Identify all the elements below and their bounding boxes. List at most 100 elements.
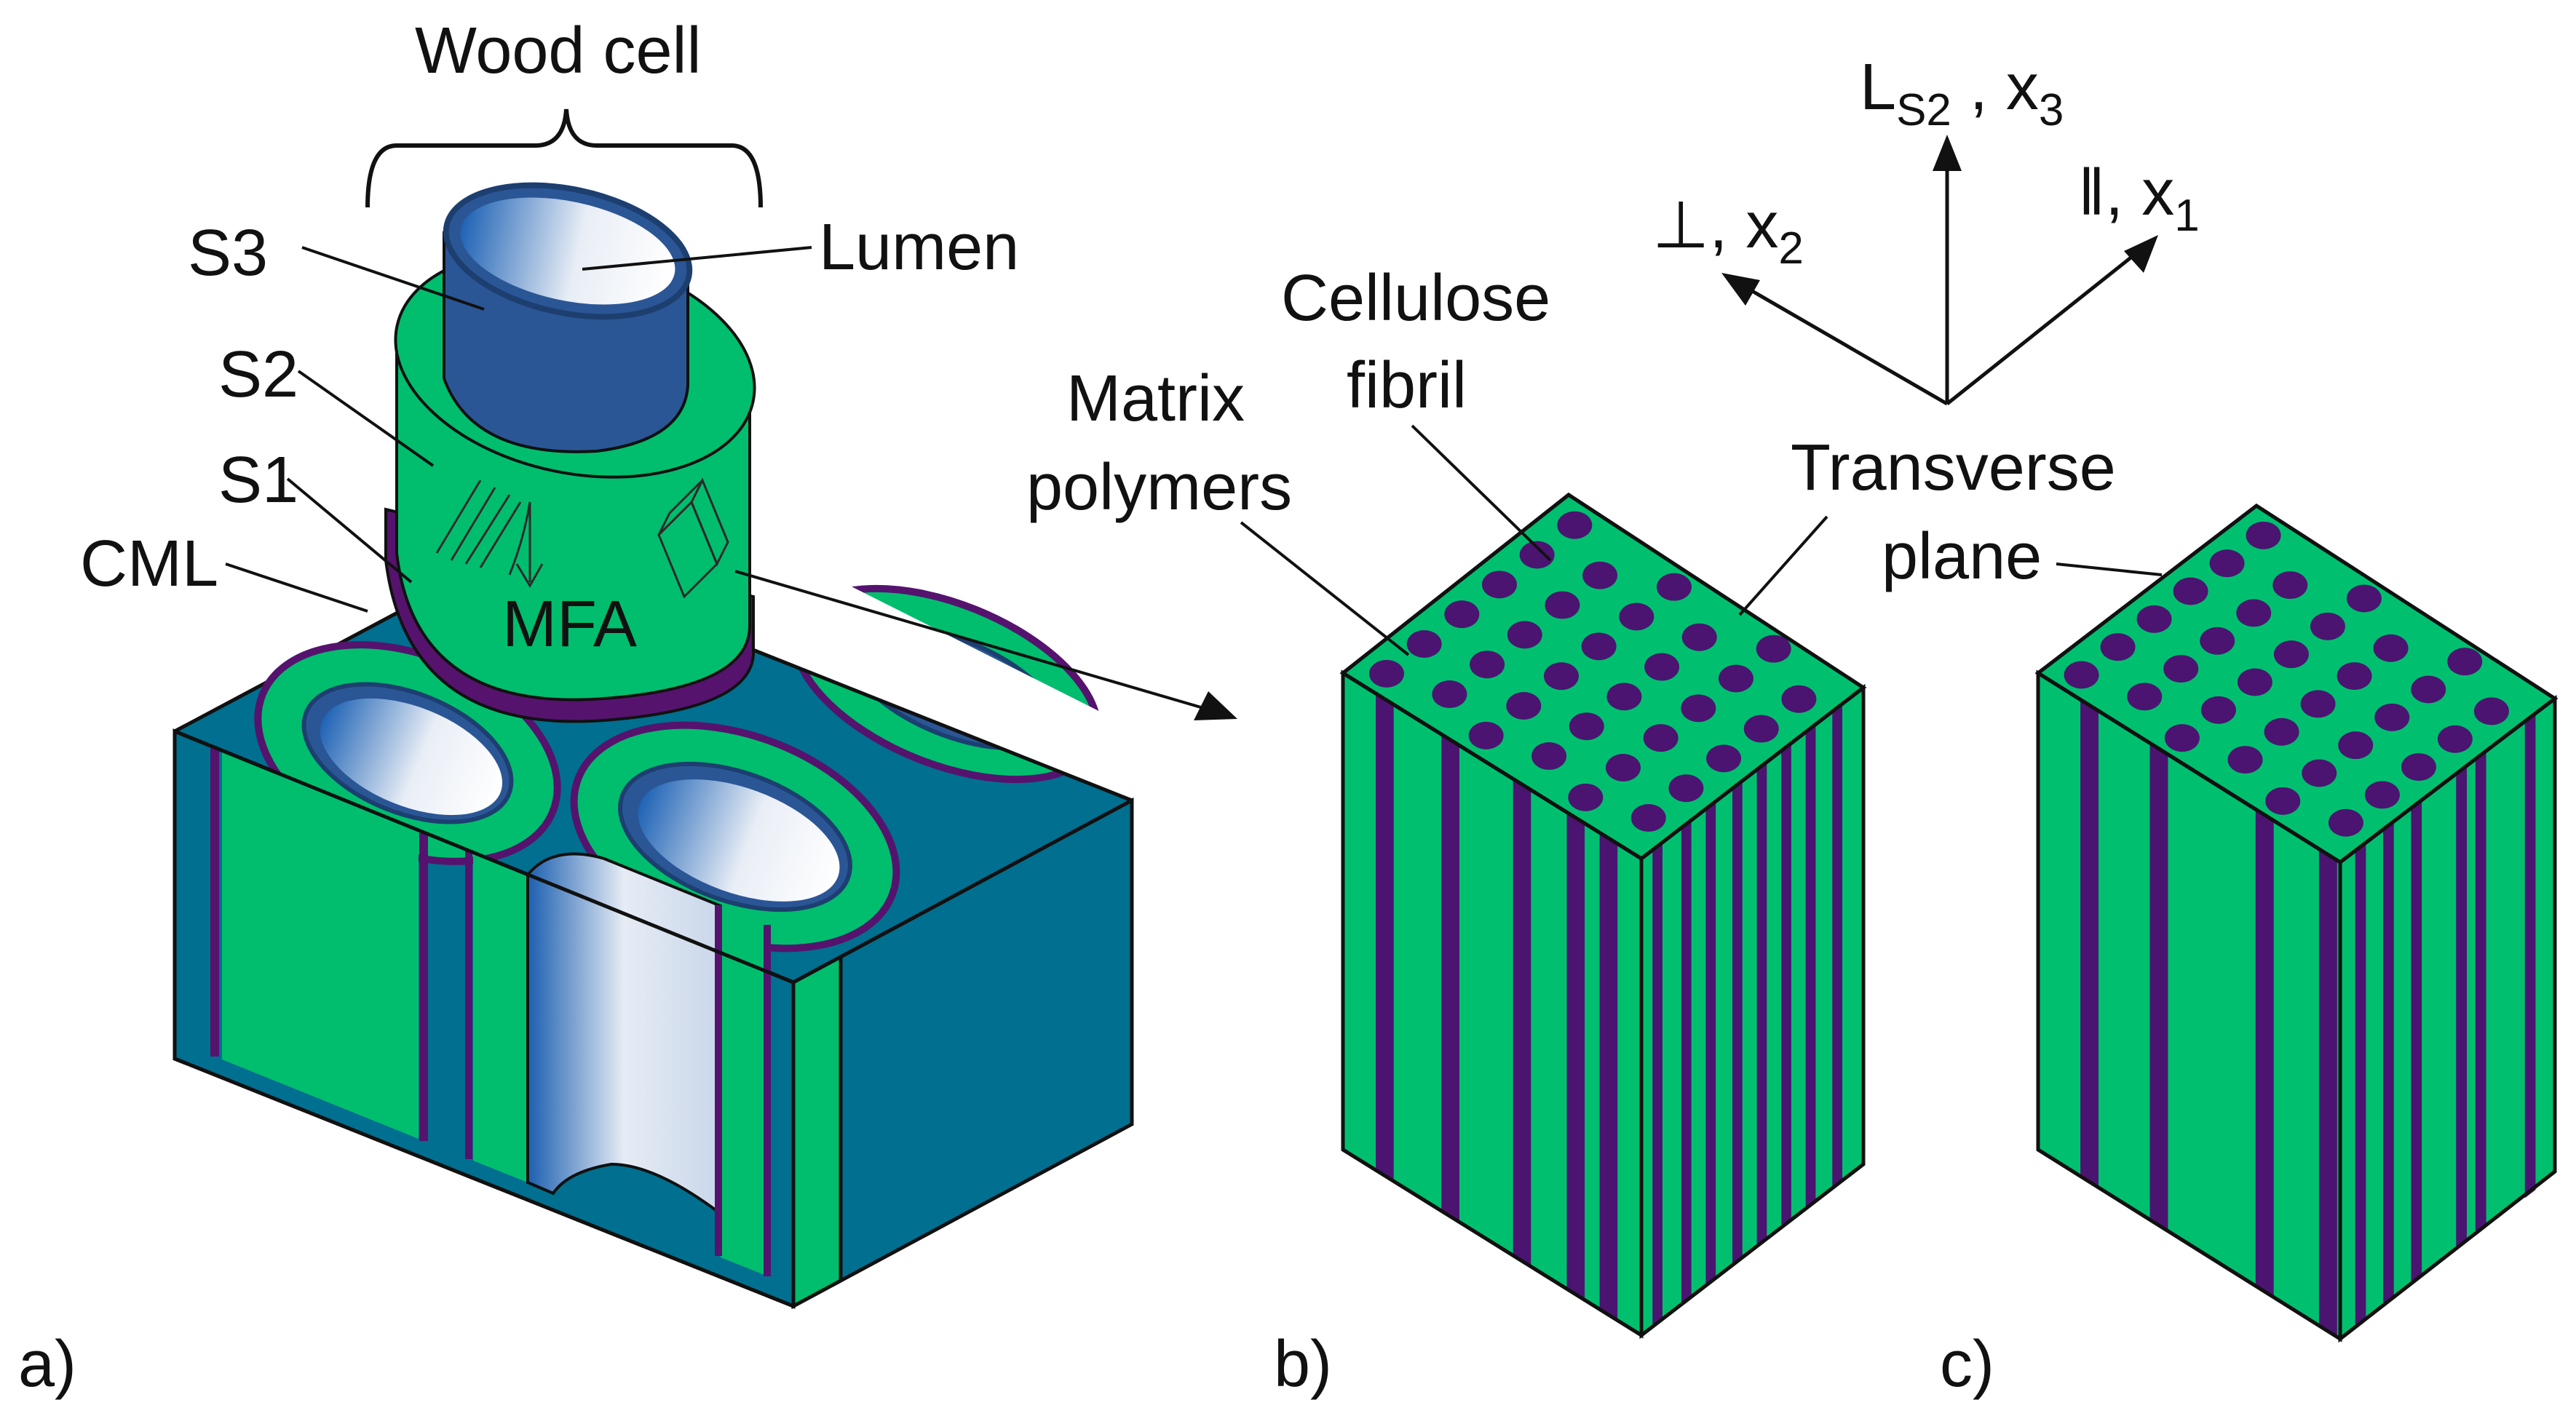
fibril-dot <box>2364 781 2400 809</box>
fibril-dot <box>1444 600 1480 629</box>
label-s2: S2 <box>218 338 298 411</box>
fibril-stripe <box>2318 848 2337 1337</box>
fibril-stripe <box>2475 751 2486 1236</box>
label-mfa: MFA <box>502 588 637 661</box>
fibril-stripe <box>1781 743 1791 1228</box>
fibril-dot <box>1668 774 1704 803</box>
panel-label-a: a) <box>18 1328 76 1401</box>
fibril-dot <box>1706 744 1742 773</box>
fibril-dot <box>2246 521 2281 549</box>
fibril-dot <box>1568 783 1604 811</box>
fibril-dot <box>1630 804 1666 832</box>
fibril-dot <box>2374 703 2410 731</box>
wireframe-box-icon <box>657 477 729 599</box>
axis-label-x2: ⊥, x2 <box>1652 189 1804 274</box>
label-wood-cell: Wood cell <box>415 15 702 87</box>
fibril-dot <box>1619 602 1654 631</box>
fibril-dots-c <box>2064 521 2509 837</box>
fibril-dot <box>2227 746 2263 774</box>
fibril-stripe <box>1681 820 1692 1305</box>
label-s3: S3 <box>188 217 268 290</box>
fibril-stripe <box>2383 821 2394 1306</box>
fibril-dot <box>1507 621 1542 649</box>
fibril-dot <box>1531 742 1567 771</box>
fibril-dot <box>1569 712 1604 741</box>
fibril-stripe <box>2149 743 2168 1231</box>
fibril-dot <box>1582 561 1618 589</box>
fibril-stripe <box>1832 704 1843 1188</box>
fibril-dot <box>2265 787 2301 815</box>
fibril-dot <box>2163 655 2199 683</box>
fibril-stripes-c <box>2080 699 2536 1337</box>
fibril-dot <box>1756 635 1791 663</box>
fibril-dot <box>1781 685 1817 713</box>
panel-c-rve-block <box>2034 503 2559 1343</box>
fibril-dot <box>2127 683 2163 711</box>
fibril-dot <box>2373 634 2409 662</box>
fibril-dot <box>2411 675 2446 704</box>
fibril-dot <box>2337 662 2372 691</box>
label-lumen: Lumen <box>819 211 1019 284</box>
fibril-stripe <box>1566 812 1585 1300</box>
label-matrix-line1: Matrix <box>1066 362 1245 435</box>
fibril-dot <box>2328 808 2363 837</box>
fibril-dots-b <box>1369 511 1817 832</box>
fibril-dot <box>1369 659 1404 688</box>
fibril-stripe <box>2456 765 2468 1251</box>
coordinate-axes <box>1721 135 2158 406</box>
fibril-dot <box>1432 680 1467 709</box>
label-cellulose-line2: fibril <box>1347 349 1467 422</box>
fibril-dot <box>2401 753 2436 781</box>
fibril-stripe <box>1376 693 1394 1182</box>
label-transverse-line2: plane <box>1882 520 2042 593</box>
fibril-dot <box>2237 668 2272 696</box>
fibril-dot <box>2100 633 2136 661</box>
axis-label-x1: ǁ, x1 <box>2078 156 2200 241</box>
fibril-dot <box>1657 573 1692 601</box>
fibril-dot <box>1482 570 1517 599</box>
fibril-dot <box>2346 584 2382 613</box>
fibril-stripe <box>1805 724 1816 1209</box>
fibril-stripe <box>2411 800 2422 1285</box>
left-face-wall-stripe-1 <box>222 751 419 1139</box>
fibril-dot <box>2473 697 2509 725</box>
fibril-stripe <box>1732 781 1743 1265</box>
fibril-dot <box>1606 683 1642 711</box>
fibril-dot <box>2064 661 2099 689</box>
fibril-dot <box>1644 653 1680 681</box>
fibril-stripe <box>2080 699 2099 1188</box>
fibril-dot <box>1581 632 1617 661</box>
fibril-stripe <box>1756 762 1767 1246</box>
fibril-dot <box>1406 630 1442 658</box>
fibril-dot <box>2310 612 2345 640</box>
fibril-dot <box>1719 664 1753 693</box>
fibril-dot <box>2338 731 2374 760</box>
fibril-dot <box>2272 571 2308 600</box>
fibril-stripes-b <box>1376 693 1843 1327</box>
mfa-angle-icon <box>435 480 544 588</box>
fibril-dot <box>1506 692 1542 720</box>
fibril-dot <box>1519 541 1555 569</box>
left-face-wall-stripe-3 <box>721 906 764 1275</box>
fibril-dot <box>2437 725 2473 753</box>
label-cml: CML <box>80 528 218 600</box>
fibril-dot <box>1470 651 1505 679</box>
fibril-dot <box>2302 759 2337 787</box>
fibril-dot <box>1681 623 1717 651</box>
panel-label-b: b) <box>1274 1328 1332 1401</box>
front-cut-lumen <box>526 852 722 1217</box>
fibril-stripe <box>1513 779 1531 1267</box>
fibril-dot <box>2236 599 2272 627</box>
fibril-dot <box>1606 754 1641 781</box>
label-s1: S1 <box>218 444 298 517</box>
fibril-dot <box>1681 694 1716 723</box>
panel-a-wood-cell <box>173 108 1237 1310</box>
fibril-dot <box>1468 721 1504 749</box>
fibril-dot <box>2447 648 2483 676</box>
right-face-wall-stripe <box>791 953 843 1310</box>
fibril-dot <box>2273 640 2309 669</box>
fibril-dot <box>2200 627 2235 655</box>
label-transverse-line1: Transverse <box>1791 431 2116 504</box>
fibril-dot <box>2200 696 2236 724</box>
